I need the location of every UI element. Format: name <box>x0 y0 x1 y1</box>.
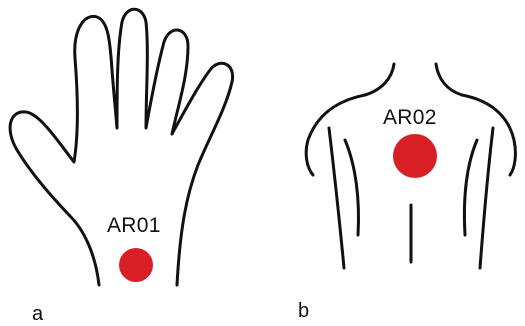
ar01-label: AR01 <box>107 214 161 237</box>
right-arm-outline <box>480 128 493 268</box>
left-arm-outline <box>329 128 344 268</box>
panel-a <box>10 9 233 285</box>
neck-left-outline <box>365 64 394 95</box>
hand-outline <box>10 9 233 285</box>
neck-right-outline <box>436 64 462 95</box>
ar01-marker <box>119 248 153 282</box>
panel-b-label: b <box>298 300 309 322</box>
ar02-label: AR02 <box>383 106 437 129</box>
left-shoulder-outline <box>306 95 365 175</box>
right-back-outline <box>464 140 477 235</box>
panel-a-label: a <box>32 303 44 325</box>
ar02-marker <box>393 134 437 178</box>
left-back-outline <box>345 140 358 235</box>
